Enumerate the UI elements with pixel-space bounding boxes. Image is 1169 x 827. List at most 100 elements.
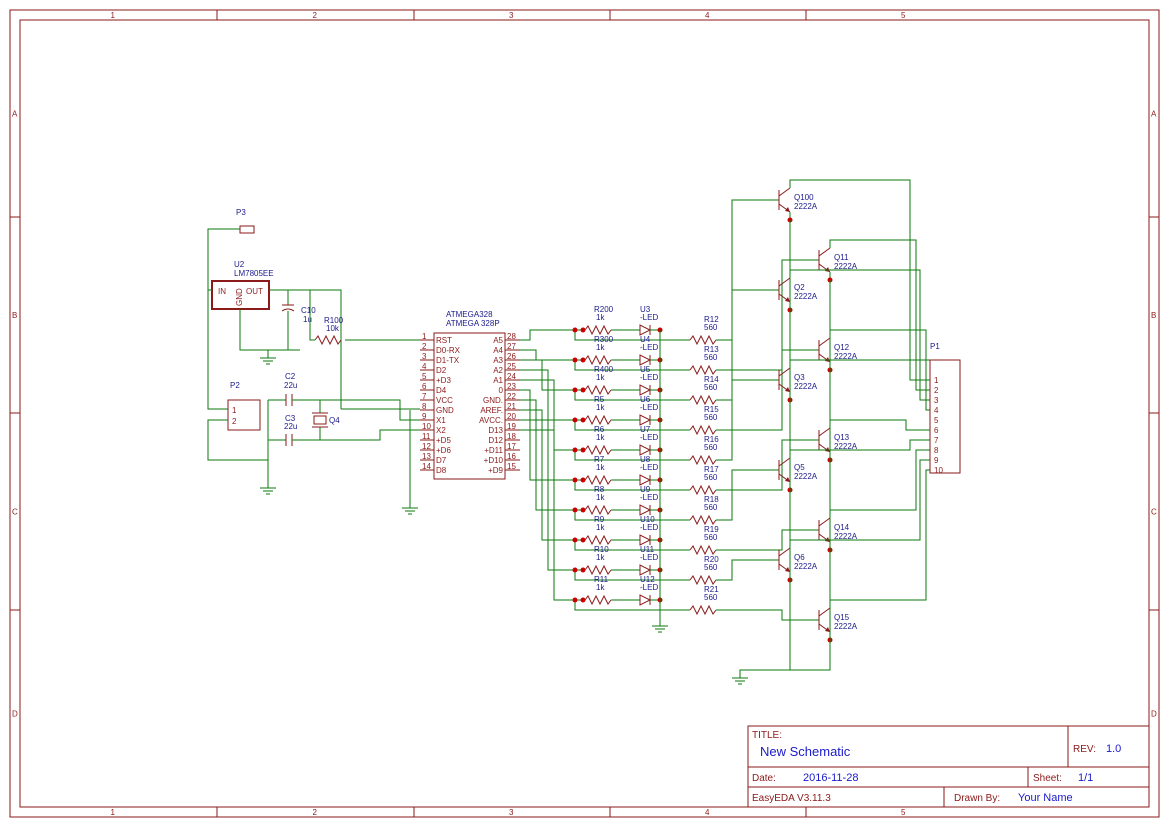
- base-resistor-ref: R20: [704, 555, 719, 564]
- led-value: -LED: [640, 313, 658, 322]
- led-value: -LED: [640, 403, 658, 412]
- base-resistor-value: 560: [704, 353, 718, 362]
- base-resistor-value: 560: [704, 383, 718, 392]
- led-current-resistor: [584, 444, 612, 456]
- p1-pin-number: 6: [934, 426, 939, 435]
- led-current-resistor: [584, 504, 612, 516]
- mcu-pin-name: A5: [493, 336, 503, 345]
- led-diode: [639, 474, 652, 486]
- c10-ref: C10: [301, 306, 316, 315]
- mcu-pin-name: AREF.: [480, 406, 503, 415]
- base-resistor-ref: R21: [704, 585, 719, 594]
- base-resistor-value: 560: [704, 533, 718, 542]
- mcu-pin-name: A4: [493, 346, 503, 355]
- svg-text:1: 1: [232, 406, 237, 415]
- led-ref: U6: [640, 395, 651, 404]
- p2-connector: [227, 399, 261, 431]
- svg-text:2: 2: [232, 417, 237, 426]
- power-section: P3 U2 LM7805EE IN OUT GND C10 1u R100 10…: [207, 208, 420, 515]
- mcu-pin-name: AVCC.: [479, 416, 503, 425]
- c3-value: 22u: [284, 422, 297, 431]
- transistor-value: 2222A: [834, 442, 858, 451]
- zone-column-label: 5: [901, 11, 906, 20]
- transistor-ref: Q2: [794, 283, 805, 292]
- mcu-pin-name: GND: [436, 406, 454, 415]
- u2-ref: U2: [234, 260, 245, 269]
- transistor-ref: Q15: [834, 613, 850, 622]
- mcu-pin-number: 17: [507, 442, 516, 451]
- led-resistor-ref: R5: [594, 395, 605, 404]
- p2-ref: P2: [230, 381, 240, 390]
- drawn-by-label: Drawn By:: [954, 793, 1000, 804]
- base-resistor: [689, 544, 717, 556]
- transistor-value: 2222A: [794, 202, 818, 211]
- zone-row-label: C: [12, 508, 18, 517]
- p1-pin-number: 7: [934, 436, 939, 445]
- mcu-pin-number: 11: [422, 432, 431, 441]
- led-resistor-ref: R7: [594, 455, 605, 464]
- sheet-label: Sheet:: [1033, 773, 1062, 784]
- schematic-title: New Schematic: [760, 744, 851, 759]
- q4-ref: Q4: [329, 416, 340, 425]
- p3-connector: [239, 225, 255, 234]
- led-diode: [639, 384, 652, 396]
- base-resistor-ref: R12: [704, 315, 719, 324]
- mcu-pin-name: D1-TX: [436, 356, 460, 365]
- led-ref: U8: [640, 455, 651, 464]
- transistor-value: 2222A: [794, 472, 818, 481]
- led-value: -LED: [640, 463, 658, 472]
- mcu-pin-name: A2: [493, 366, 503, 375]
- mcu-value: ATMEGA 328P: [446, 319, 500, 328]
- sheet-value: 1/1: [1078, 772, 1093, 784]
- transistor-ref: Q14: [834, 523, 850, 532]
- mcu-pin-name: +D3: [436, 376, 451, 385]
- base-resistor-value: 560: [704, 503, 718, 512]
- mcu-pin-number: 4: [422, 362, 427, 371]
- mcu-pin-number: 5: [422, 372, 427, 381]
- base-resistor-value: 560: [704, 593, 718, 602]
- mcu-pin-number: 12: [422, 442, 431, 451]
- p3-ref: P3: [236, 208, 246, 217]
- transistor-ref: Q13: [834, 433, 850, 442]
- base-resistor: [689, 484, 717, 496]
- base-resistor-ref: R17: [704, 465, 719, 474]
- base-resistor-ref: R19: [704, 525, 719, 534]
- mcu-pin-name: D8: [436, 466, 447, 475]
- led-resistor-value: 1k: [596, 553, 605, 562]
- u2-pin-out: OUT: [246, 287, 263, 296]
- zone-column-label: 2: [313, 808, 318, 817]
- software-version: EasyEDA V3.11.3: [752, 793, 831, 804]
- mcu-pin-name: X2: [436, 426, 446, 435]
- base-resistor: [689, 514, 717, 526]
- led-resistor-ref: R6: [594, 425, 605, 434]
- p1-pin-number: 1: [934, 376, 939, 385]
- zone-row-label: B: [1151, 311, 1156, 320]
- c2-value: 22u: [284, 381, 297, 390]
- led-resistor-value: 1k: [596, 403, 605, 412]
- mcu-pin-number: 20: [507, 412, 516, 421]
- led-resistor-value: 1k: [596, 433, 605, 442]
- mcu-pin-number: 19: [507, 422, 516, 431]
- mcu-pin-name: D12: [488, 436, 503, 445]
- mcu-pin-number: 15: [507, 462, 516, 471]
- zone-row-label: A: [12, 110, 18, 119]
- led-diode: [639, 354, 652, 366]
- led-diode: [639, 504, 652, 516]
- led-ref: U10: [640, 515, 655, 524]
- mcu-name: ATMEGA328: [446, 310, 493, 319]
- led-diode: [639, 564, 652, 576]
- ground-symbols: [652, 330, 790, 685]
- c2-ref: C2: [285, 372, 296, 381]
- mcu-pin-number: 22: [507, 392, 516, 401]
- base-resistor: [689, 364, 717, 376]
- title-block: TITLE: New Schematic REV: 1.0 Date: 2016…: [747, 725, 1150, 808]
- mcu-pin-name: A3: [493, 356, 503, 365]
- mcu-pin-number: 27: [507, 342, 516, 351]
- base-resistor: [689, 604, 717, 616]
- led-ref: U7: [640, 425, 651, 434]
- zone-column-label: 1: [111, 808, 116, 817]
- led-resistor-ref: R8: [594, 485, 605, 494]
- date-label: Date:: [752, 773, 776, 784]
